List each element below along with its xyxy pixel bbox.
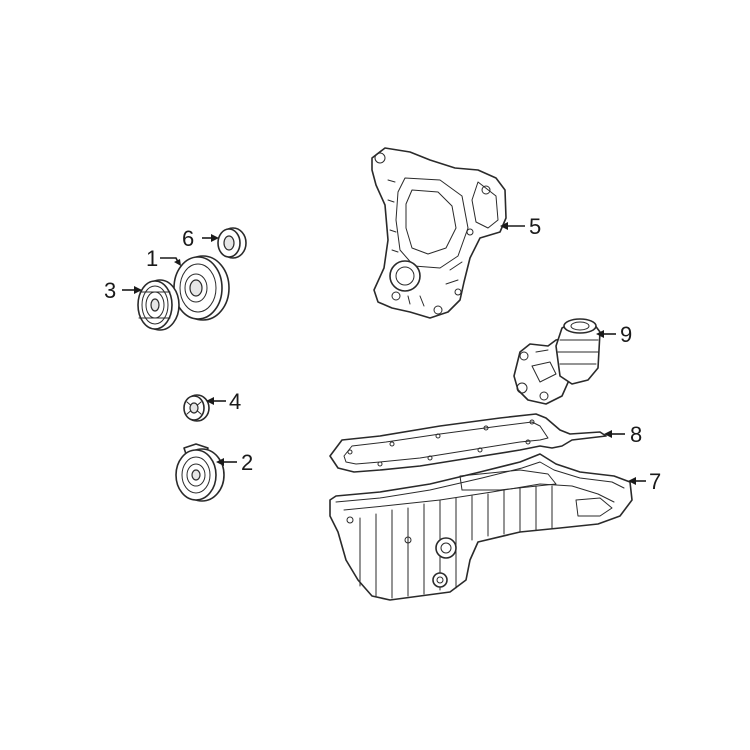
callout-6: 6 [182,226,194,251]
seal-part [217,227,247,259]
callout-2: 2 [241,450,253,475]
oil-pan-part [329,453,633,601]
nut-part [183,394,210,422]
callout-5: 5 [529,214,541,239]
pulley-part [137,279,180,331]
oil-filter-housing-part [513,318,601,405]
callout-7: 7 [649,469,661,494]
callout-arrows [122,222,646,485]
callout-3: 3 [104,278,116,303]
callout-9: 9 [620,322,632,347]
damper-part [175,443,225,502]
callout-1: 1 [146,246,158,271]
crankshaft-pulley-part [173,255,230,321]
timing-cover-part [371,147,507,319]
callout-4: 4 [229,389,241,414]
callout-8: 8 [630,422,642,447]
oil-pan-gasket-part [329,413,607,473]
